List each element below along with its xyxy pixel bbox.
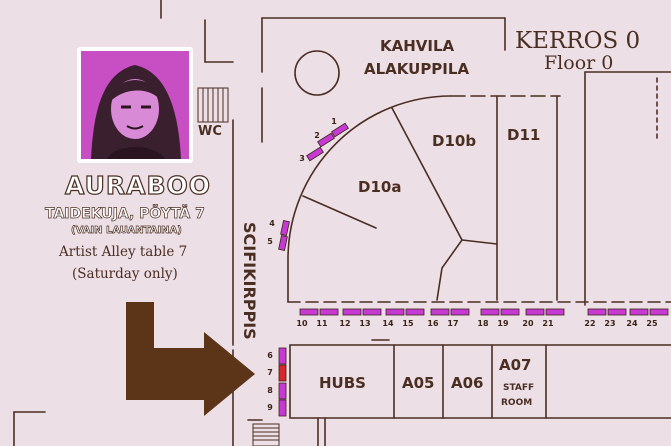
artist-portrait-icon — [81, 51, 189, 159]
room-a06: A06 — [451, 374, 484, 392]
wall — [391, 107, 463, 301]
room-a07-staff: STAFF — [503, 383, 535, 393]
wall — [289, 344, 671, 419]
table-number-8: 8 — [267, 386, 273, 395]
staircase-top — [197, 87, 229, 123]
table-3 — [306, 146, 324, 162]
table-5 — [278, 235, 288, 251]
table-number-5: 5 — [267, 237, 273, 246]
table-number-10: 10 — [296, 319, 308, 328]
artist-day-fi: (VAIN LAUANTAINA) — [71, 225, 183, 236]
table-17 — [450, 308, 470, 316]
curved-wall — [287, 95, 452, 303]
table-20 — [525, 308, 545, 316]
table-16 — [430, 308, 450, 316]
artist-table-en: Artist Alley table 7 — [59, 244, 188, 260]
room-d11: D11 — [507, 126, 541, 144]
table-number-20: 20 — [522, 319, 534, 328]
table-9 — [278, 399, 287, 417]
table-number-22: 22 — [584, 319, 596, 328]
artist-avatar — [77, 47, 193, 163]
room-d10b: D10b — [432, 132, 477, 150]
table-number-25: 25 — [646, 319, 658, 328]
room-hubs: HUBS — [319, 374, 366, 392]
table-12 — [342, 308, 362, 316]
room-a05: A05 — [402, 374, 435, 392]
staircase-bottom — [252, 423, 280, 446]
table-number-19: 19 — [497, 319, 509, 328]
cafe-round-table — [294, 50, 340, 96]
table-21 — [545, 308, 565, 316]
table-15 — [405, 308, 425, 316]
table-number-11: 11 — [316, 319, 328, 328]
table-1 — [331, 122, 349, 138]
table-14 — [385, 308, 405, 316]
table-23 — [607, 308, 627, 316]
table-number-2: 2 — [314, 131, 320, 140]
floor-title: KERROS 0 — [515, 28, 641, 54]
wall — [461, 239, 498, 245]
table-number-15: 15 — [402, 319, 414, 328]
table-number-1: 1 — [331, 117, 337, 126]
table-number-18: 18 — [477, 319, 489, 328]
table-2 — [317, 132, 335, 148]
wc-label: WC — [198, 124, 222, 139]
arrow-to-table — [126, 302, 255, 416]
table-number-21: 21 — [542, 319, 554, 328]
table-4 — [280, 220, 290, 236]
table-8 — [278, 382, 287, 400]
table-6 — [278, 347, 287, 365]
table-7 — [278, 364, 287, 382]
table-10 — [299, 308, 319, 316]
table-22 — [587, 308, 607, 316]
cafe-label: KAHVILA — [380, 37, 455, 55]
table-24 — [629, 308, 649, 316]
wall — [204, 19, 234, 63]
room-d10a: D10a — [358, 178, 402, 196]
room-a07: A07 — [499, 356, 532, 374]
artist-table-fi: TAIDEKUJA, PÖYTÄ 7 — [45, 206, 206, 222]
table-number-17: 17 — [447, 319, 459, 328]
table-number-7: 7 — [267, 368, 273, 377]
table-19 — [500, 308, 520, 316]
table-number-3: 3 — [299, 154, 305, 163]
table-number-14: 14 — [382, 319, 394, 328]
table-25 — [649, 308, 669, 316]
table-number-13: 13 — [359, 319, 371, 328]
table-number-23: 23 — [604, 319, 616, 328]
table-number-24: 24 — [626, 319, 638, 328]
room-a07-room: ROOM — [501, 398, 533, 408]
table-number-16: 16 — [427, 319, 439, 328]
table-number-6: 6 — [267, 351, 273, 360]
table-number-9: 9 — [267, 403, 273, 412]
table-13 — [362, 308, 382, 316]
artist-name: AURABOO — [64, 171, 212, 200]
corridor-label: SCIFIKIRPPIS — [240, 222, 259, 340]
floor-subtitle: Floor 0 — [544, 52, 614, 74]
table-18 — [480, 308, 500, 316]
table-number-4: 4 — [269, 219, 275, 228]
wall — [302, 195, 377, 229]
table-11 — [319, 308, 339, 316]
table-number-12: 12 — [339, 319, 351, 328]
artist-day-en: (Saturday only) — [72, 266, 178, 282]
cafe-sublabel: ALAKUPPILA — [364, 60, 470, 78]
